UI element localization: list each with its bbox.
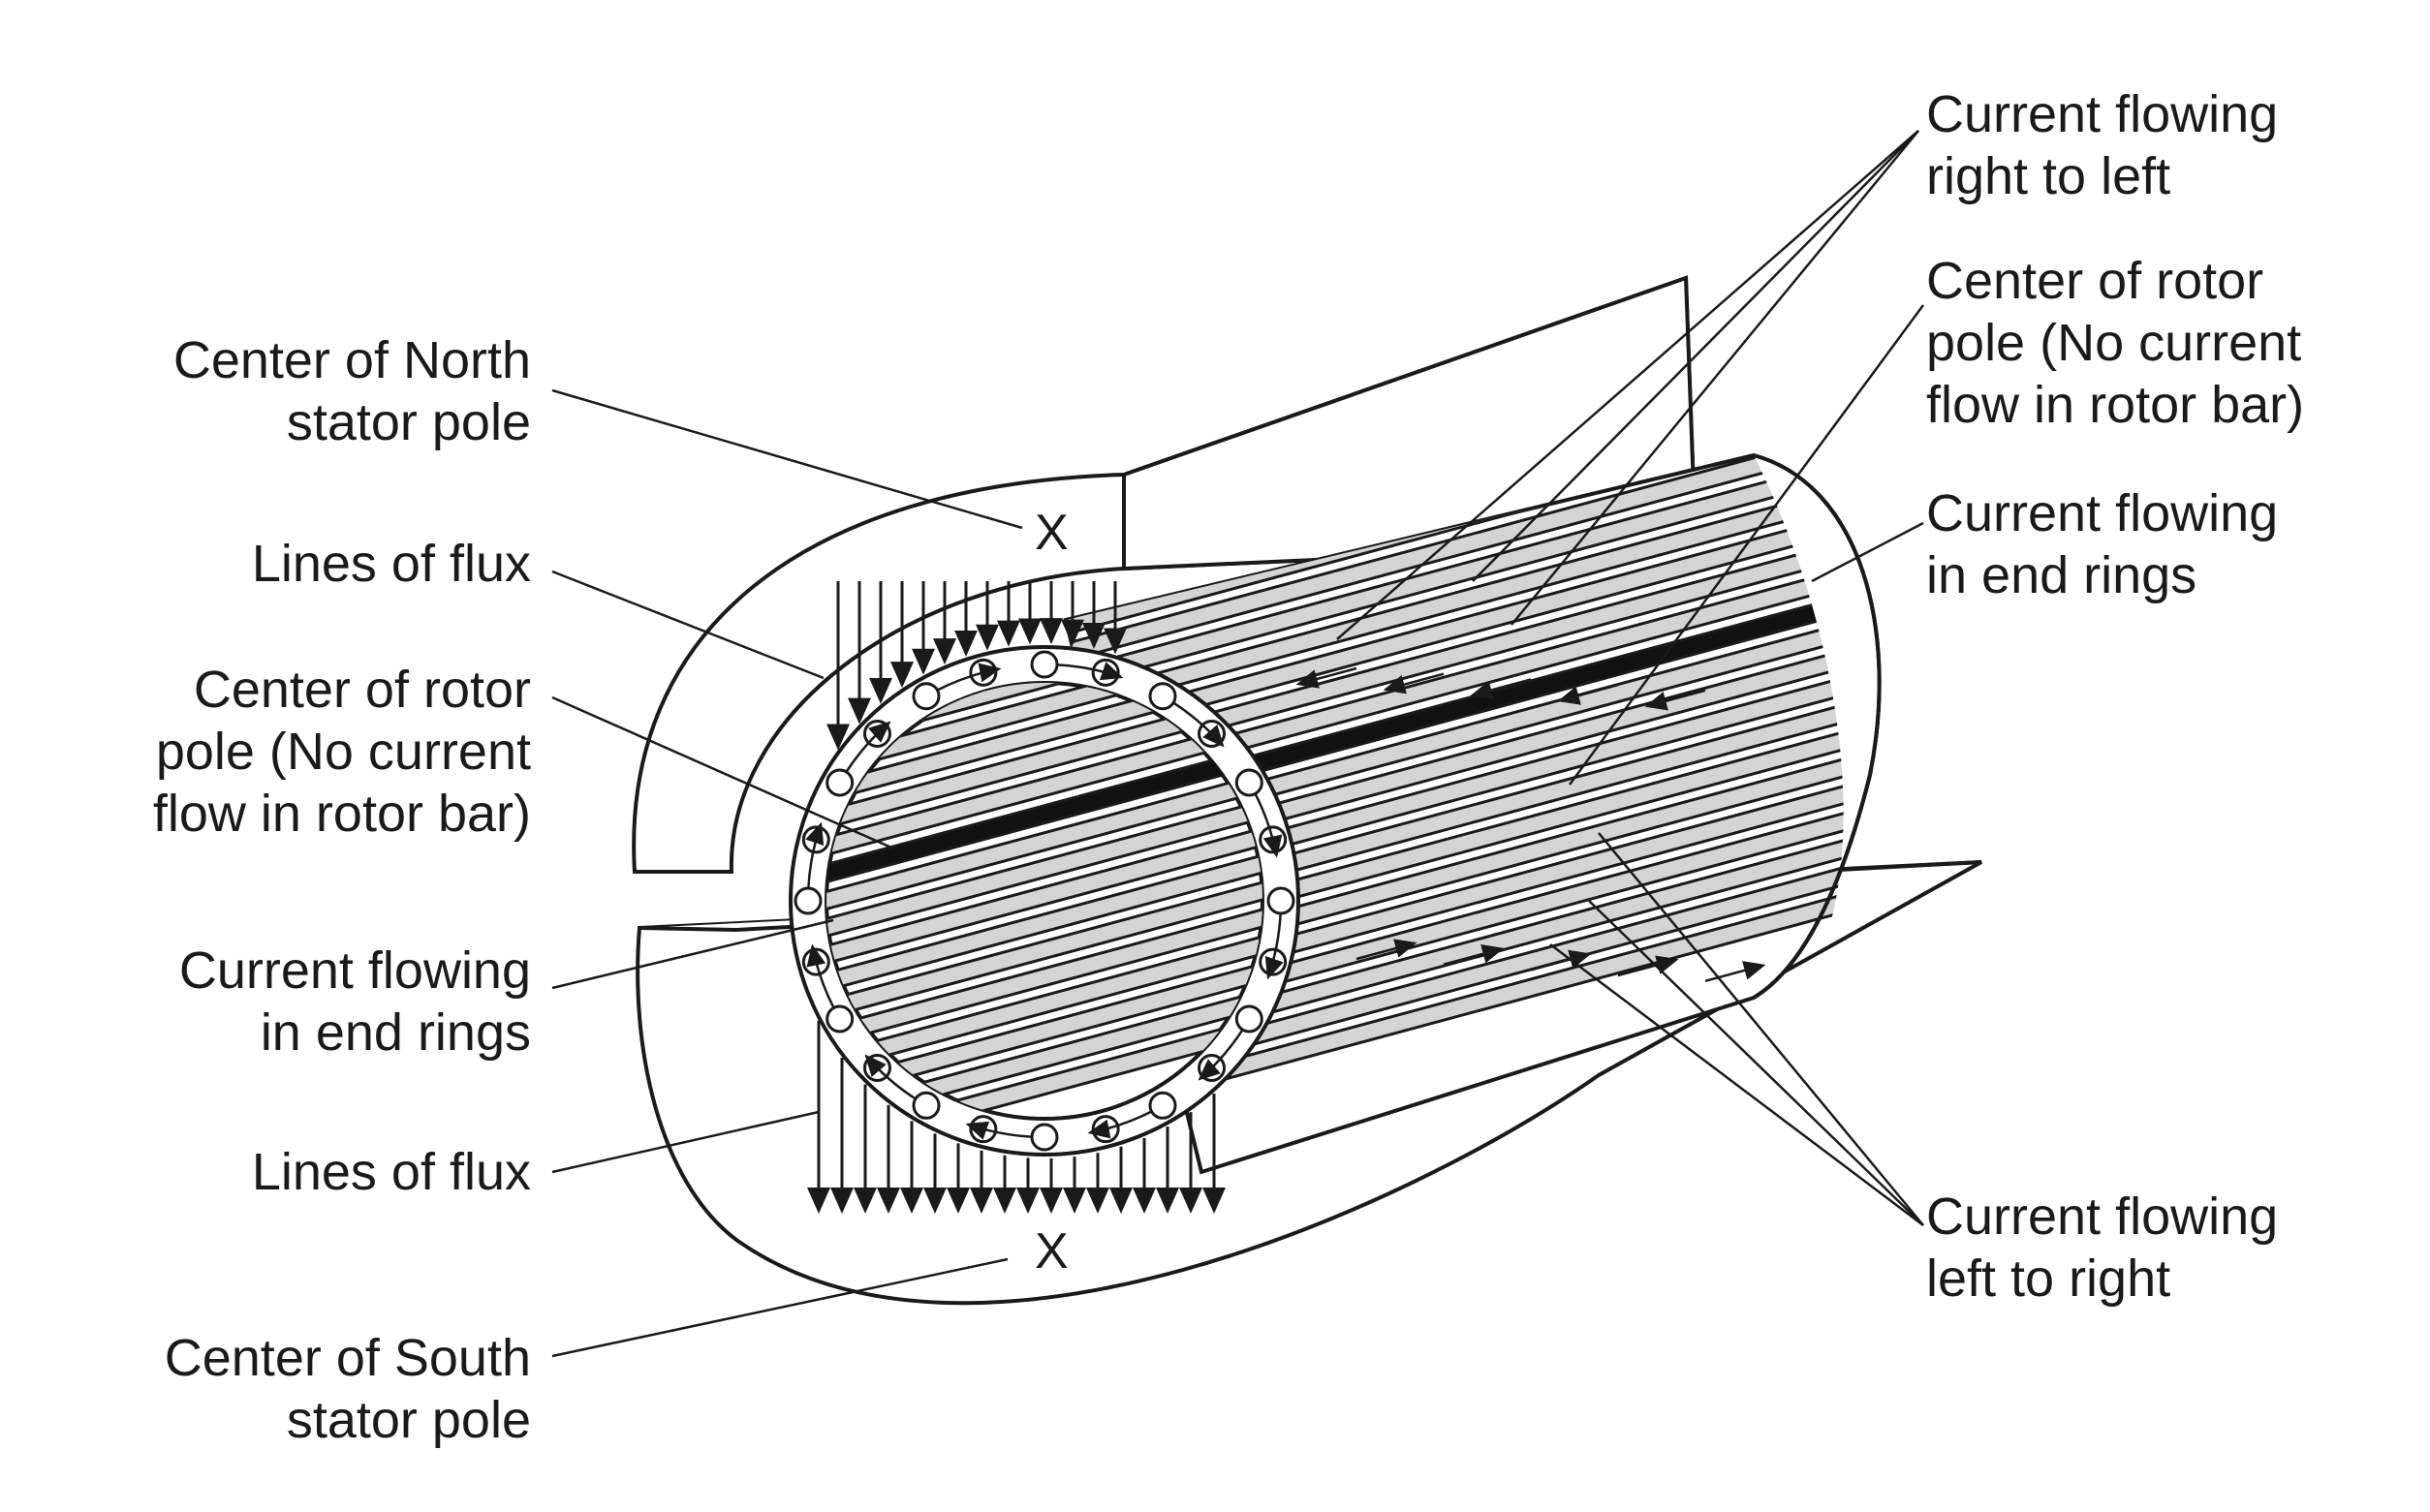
south-pole-x-mark: X xyxy=(1035,1223,1069,1280)
rotor-bar-end xyxy=(826,1011,1262,1119)
rotor-bar-end xyxy=(826,686,1262,833)
current-arrow xyxy=(1295,666,1357,689)
bar-end-circle xyxy=(794,886,823,915)
rotor-bar-end xyxy=(826,821,1262,969)
bar-end-circle xyxy=(1030,650,1059,679)
label-rotor-pole-left: Center of rotor pole (No current flow in… xyxy=(153,659,531,845)
bar-end-circle xyxy=(1234,1004,1263,1034)
label-line: right to left xyxy=(1926,147,2171,205)
label-south-stator-pole: Center of South stator pole xyxy=(165,1327,531,1451)
rotor-bar-end xyxy=(826,683,1262,779)
leader-lines xyxy=(551,130,1925,1358)
label-line: Center of rotor xyxy=(1926,252,2264,310)
bar-end-circle xyxy=(1030,1123,1059,1152)
label-line: Current flowing xyxy=(1926,1188,2279,1246)
label-line: Current flowing xyxy=(178,941,531,1000)
label-lines-of-flux-bottom: Lines of flux xyxy=(252,1141,531,1203)
label-line: stator pole xyxy=(286,393,531,451)
bar-end-circle xyxy=(1148,1091,1177,1120)
rotor-bar-end xyxy=(826,957,1262,1104)
current-arrow xyxy=(1644,689,1706,711)
rotor-bar-end xyxy=(826,930,1262,1077)
end-ring-current-arrow xyxy=(806,943,835,1009)
end-ring-current-arrow xyxy=(965,1121,1033,1140)
label-line: in end rings xyxy=(1926,546,2197,604)
label-end-rings-right: Current flowing in end rings xyxy=(1926,482,2278,606)
rotor-bar-end xyxy=(826,794,1262,941)
current-arrow xyxy=(1355,939,1418,961)
label-line: pole (No current xyxy=(155,723,531,781)
label-line: flow in rotor bar) xyxy=(152,785,531,843)
end-ring-current-arrow xyxy=(1254,792,1283,858)
end-ring-current-arrow xyxy=(1198,1028,1244,1081)
current-arrow xyxy=(1383,672,1445,694)
bar-end-circle xyxy=(912,1091,941,1120)
rotor-bar-end xyxy=(826,876,1262,1023)
label-line: left to right xyxy=(1926,1250,2171,1308)
current-arrow xyxy=(1530,949,1592,972)
label-rotor-pole-right: Center of rotor pole (No current flow in… xyxy=(1926,250,2304,436)
current-arrow xyxy=(1617,955,1679,977)
bar-end-circle xyxy=(826,768,855,797)
label-current-right-to-left: Current flowing right to left xyxy=(1926,83,2278,207)
label-line: Center of rotor xyxy=(193,661,531,719)
bar-end-circle xyxy=(1148,682,1177,711)
label-line: pole (No current xyxy=(1926,314,2302,372)
north-pole-x-mark: X xyxy=(1035,505,1069,561)
end-ring-current-arrow xyxy=(805,821,825,889)
rotor-bar-end xyxy=(826,767,1262,914)
end-ring-current-arrow xyxy=(1264,912,1284,980)
label-line: stator pole xyxy=(286,1391,531,1449)
label-current-left-to-right: Current flowing left to right xyxy=(1926,1186,2278,1310)
flux-lines xyxy=(807,581,1226,1214)
rotor-bar-end xyxy=(826,713,1262,860)
end-ring-current-arrow xyxy=(864,1054,918,1100)
end-ring-current-arrow xyxy=(1056,662,1124,681)
end-ring xyxy=(789,645,1300,1157)
rotor-bar-end xyxy=(826,903,1262,1050)
label-line: flow in rotor bar) xyxy=(1926,376,2305,434)
current-arrow xyxy=(1557,683,1619,705)
label-line: Lines of flux xyxy=(251,1143,531,1201)
label-line: Lines of flux xyxy=(251,535,531,593)
end-ring-current-arrow xyxy=(845,721,891,774)
label-line: Center of North xyxy=(172,331,531,389)
bar-end-circle xyxy=(1266,886,1295,915)
end-ring-current-arrow xyxy=(1171,701,1225,748)
current-arrow xyxy=(1443,944,1505,966)
end-ring-current-arrow xyxy=(936,663,1002,692)
bar-end-circle xyxy=(912,682,941,711)
label-line: Current flowing xyxy=(1926,85,2279,143)
label-lines-of-flux-top: Lines of flux xyxy=(252,533,531,595)
label-end-rings-left: Current flowing in end rings xyxy=(179,940,531,1064)
dark-rotor-bar-end xyxy=(826,740,1262,887)
label-line: Current flowing xyxy=(1926,484,2279,542)
current-arrow xyxy=(1704,961,1766,983)
bar-end-circle xyxy=(1234,768,1263,797)
label-line: Center of South xyxy=(164,1329,531,1387)
rotor-bar-end xyxy=(826,849,1262,996)
current-arrow xyxy=(1470,678,1532,700)
label-north-stator-pole: Center of North stator pole xyxy=(173,329,531,453)
bar-end-circle xyxy=(826,1004,855,1034)
label-line: in end rings xyxy=(260,1003,531,1062)
end-ring-current-arrow xyxy=(1087,1110,1153,1139)
